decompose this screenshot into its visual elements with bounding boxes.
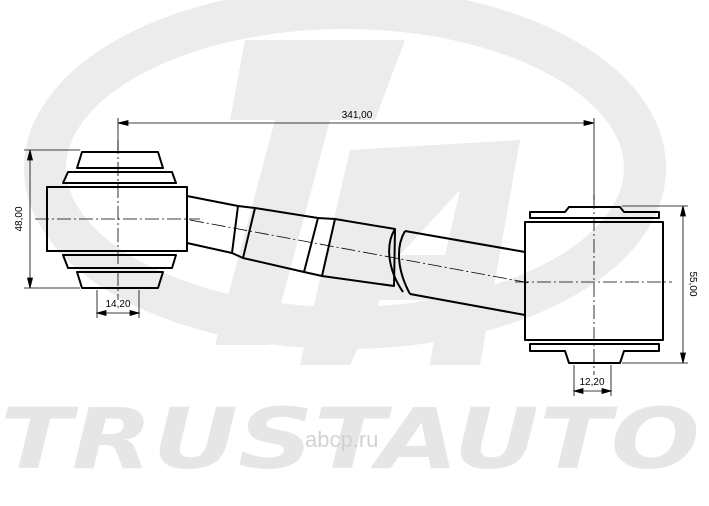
site-watermark-text: abcp.ru [305,427,378,452]
arm-axis-centerline [189,219,531,284]
dim-left-height-arrow-top [26,149,34,161]
dim-length-arrow-right [583,119,595,127]
dimension-lines [24,118,688,396]
right-bushing-top-cap [529,206,660,219]
left-bushing-top-cap [76,151,164,169]
right-bushing-bottom-cap [529,343,660,364]
dim-left-height-label: 48,00 [14,206,25,231]
dim-left-width-arrow-right [129,309,141,317]
dim-right-width-arrow-left [572,387,584,395]
brand-logo-watermark [24,0,666,365]
arm-break [388,228,404,293]
dim-length-label: 341,00 [342,110,373,121]
logo-letter-a [300,140,520,365]
dim-left-width-arrow-left [95,309,107,317]
dim-length-arrow-left [117,119,129,127]
dim-right-height-arrow-top [679,205,687,217]
arm-break-2 [398,230,411,295]
dim-right-height-arrow-bottom [679,352,687,364]
dim-right-width-label: 12,20 [579,377,604,388]
left-bushing-top-ring [62,171,177,184]
left-bushing-bottom-cap [76,271,164,289]
control-arm-outline [46,151,664,364]
arm-segment-4 [303,217,336,277]
center-lines [35,140,672,375]
dim-left-width-label: 14,20 [105,299,130,310]
arm-segment-3 [242,207,319,273]
left-bushing-bottom-ring [62,254,177,269]
dim-right-height-label: 55,00 [687,271,698,296]
logo-letter-t [215,40,405,345]
arm-segment-2 [231,205,256,259]
arm-segment-1 [186,195,239,254]
brand-watermark-text: TRUSTAUTO [0,390,700,488]
dim-right-width-arrow-right [601,387,613,395]
dim-left-height-arrow-bottom [26,277,34,289]
